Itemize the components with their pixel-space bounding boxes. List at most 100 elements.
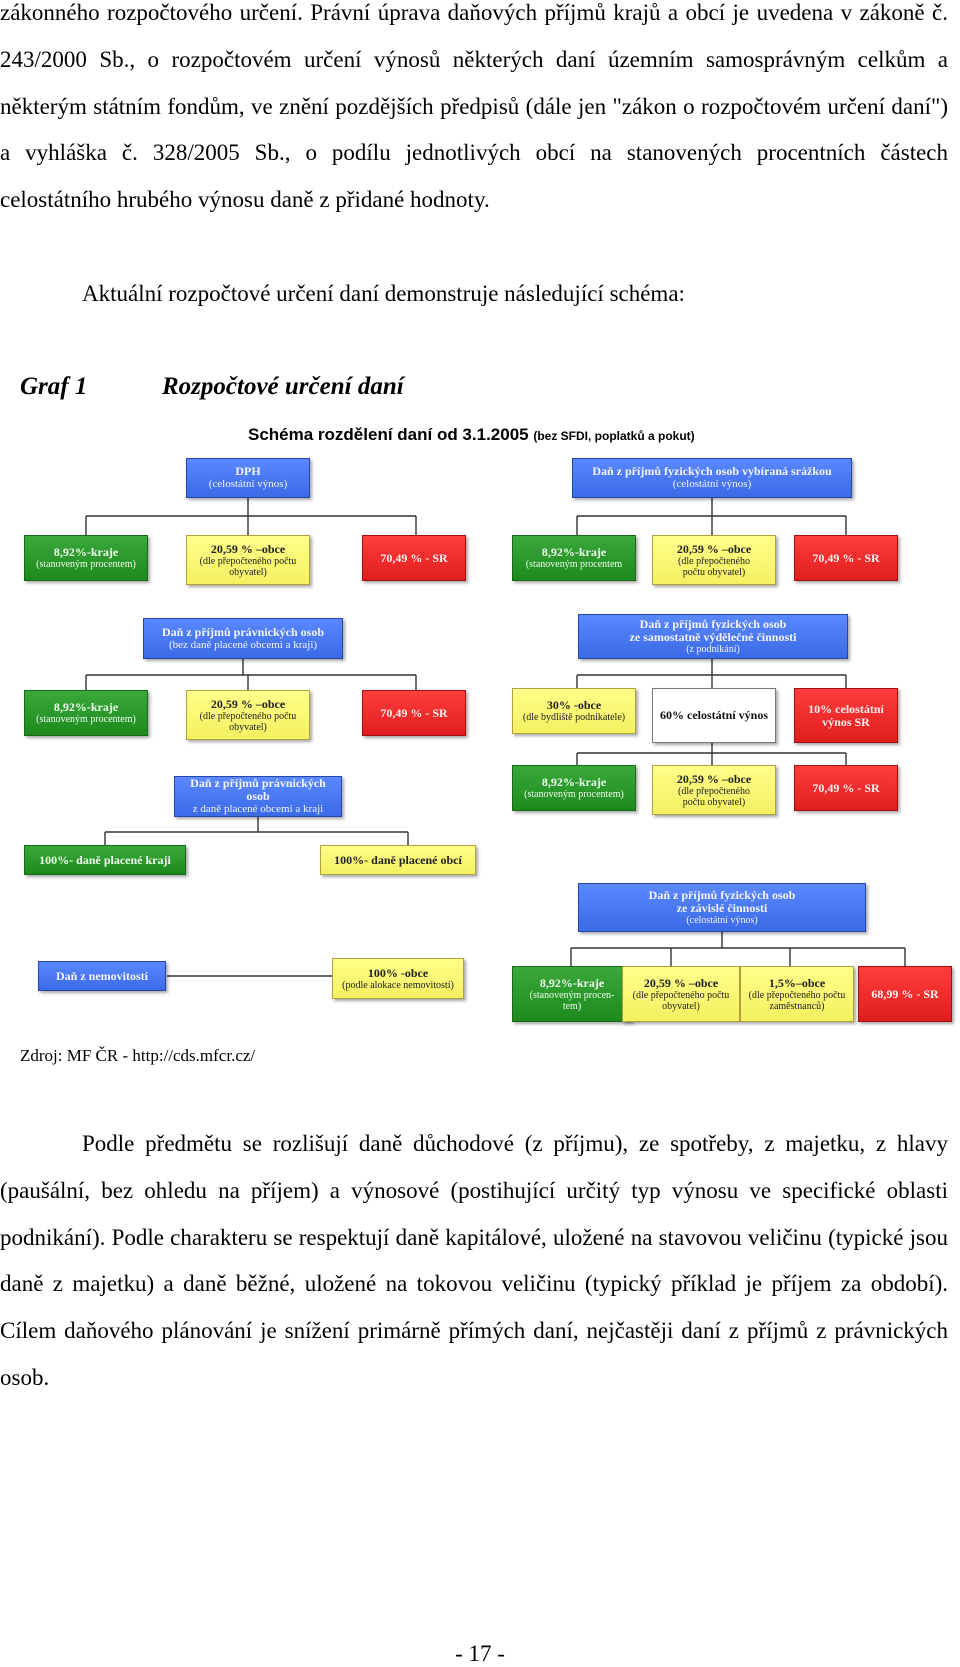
diagram-title: Schéma rozdělení daní od 3.1.2005 (bez S…	[248, 425, 695, 445]
diagram-title-text: Schéma rozdělení daní od 3.1.2005	[248, 425, 529, 444]
box-label: 30% -obce	[546, 698, 602, 712]
tax-allocation-diagram: Schéma rozdělení daní od 3.1.2005 (bez S…	[0, 420, 960, 1040]
box-label: DPH	[235, 464, 261, 478]
body-line: plánování je snížení primárně přímých da…	[161, 1318, 949, 1344]
schema-intro-paragraph: Aktuální rozpočtové určení daní demonstr…	[82, 281, 685, 306]
zc-sr-box: 68,99 % - SR	[858, 966, 952, 1022]
box-note: počtu obyvatel)	[682, 796, 746, 808]
box-note: (z podnikání)	[686, 644, 740, 655]
figure-source: Zdroj: MF ČR - http://cds.mfcr.cz/	[20, 1046, 256, 1065]
dfo-zc-box: Daň z příjmů fyzických osob ze závislé č…	[578, 883, 866, 932]
box-label: 8,92%-kraje	[541, 545, 607, 559]
intro-line: územním samosprávným celkům a některým s…	[0, 46, 948, 119]
dppo-ok-box: Daň z příjmů právnických osob z daně pla…	[174, 776, 342, 817]
box-label: Daň z nemovitostí	[56, 968, 148, 983]
body-line: výnosu ve specifické oblasti podnikání).…	[0, 1177, 949, 1250]
box-note: (podle alokace nemovitostí)	[342, 979, 454, 991]
box-note: (stanoveným procentem)	[36, 559, 136, 570]
dph-sr-box: 70,49 % - SR	[362, 535, 466, 581]
box-label: 70,49 % - SR	[812, 780, 880, 795]
box-label: 20,59 % –obce	[676, 771, 752, 786]
intro-line: podílu jednotlivých obcí na stanovených …	[0, 140, 948, 213]
page-number: - 17 -	[455, 1641, 505, 1666]
box-label: Daň z příjmů fyzických osob	[648, 888, 796, 902]
dppo-ok-obce-box: 100%- daně placené obcí	[320, 845, 476, 875]
box-note: (celostátní výnos)	[686, 915, 758, 926]
dn-obce-box: 100% -obce (podle alokace nemovitostí)	[332, 958, 464, 999]
box-label: z daně placené obcemi a kraji	[192, 803, 324, 815]
box-note: (dle přepočteného počtu	[199, 555, 297, 567]
intro-line: předpisů (dále jen "zákon o rozpočtovém …	[0, 93, 949, 166]
intro-paragraph: zákonného rozpočtového určení. Právní úp…	[0, 0, 948, 224]
dppo-kraje-box: 8,92%-kraje (stanoveným procentem)	[24, 690, 148, 736]
box-note: (stanoveným procentem)	[524, 789, 624, 800]
box-note: (stanoveným procentem	[525, 559, 623, 570]
dfos-kraje-box: 8,92%-kraje (stanoveným procentem	[512, 535, 636, 581]
box-label: 60% celostátní výnos	[660, 708, 768, 722]
box-label: 100% -obce	[367, 965, 429, 980]
osvc-60-box: 60% celostátní výnos	[652, 688, 776, 743]
box-label: 20,59 % –obce	[210, 696, 286, 711]
box-note: (celostátní výnos)	[672, 478, 752, 490]
box-label: Daň z příjmů fyzických osob	[639, 617, 787, 631]
dppo-obce-box: 20,59 % –obce (dle přepočteného počtu ob…	[186, 690, 310, 740]
intro-line: výnosu daně z přidané hodnoty.	[198, 187, 490, 213]
diagram-connectors	[85, 498, 906, 977]
box-label: 20,59 % –obce	[676, 541, 752, 556]
box-label: 68,99 % - SR	[871, 986, 939, 1001]
box-label: ze závislé činnosti	[676, 901, 768, 915]
figure-number: Graf 1	[20, 373, 88, 400]
body-line: Podle předmětu se rozlišují daně důchodo…	[82, 1131, 754, 1156]
box-note: (celostátní výnos)	[208, 478, 288, 490]
box-note: (dle přepočteného	[678, 785, 750, 797]
osvc-obce-box: 20,59 % –obce (dle přepočteného počtu ob…	[652, 765, 776, 815]
box-note: (stanoveným procen-	[529, 989, 615, 1001]
zc-kraje-box: 8,92%-kraje (stanoveným procen- tem)	[512, 966, 632, 1022]
box-label: 8,92%-kraje	[539, 975, 605, 990]
zc-obce-box: 20,59 % –obce (dle přepočteného počtu ob…	[622, 966, 740, 1022]
dppo-ok-kraje-box: 100%- daně placené kraji	[24, 845, 186, 875]
box-note: počtu obyvatel)	[682, 566, 746, 578]
box-note: (dle přepočteného počtu	[199, 710, 297, 722]
body-line: kapitálové, uložené na stavovou veličinu…	[0, 1224, 949, 1297]
dfos-sr-box: 70,49 % - SR	[794, 535, 898, 581]
box-label: Daň z příjmů fyzických osob vybíraná srá…	[592, 464, 832, 478]
diagram-title-note: (bez SFDI, poplatků a pokut)	[533, 429, 695, 443]
box-note: obyvatel)	[229, 566, 267, 578]
box-label: Daň z příjmů právnických osob	[190, 776, 326, 803]
dph-obce-box: 20,59 % –obce (dle přepočteného počtu ob…	[186, 535, 310, 585]
box-note: (dle přepočteného	[678, 555, 750, 567]
dph-box: DPH (celostátní výnos)	[186, 458, 310, 498]
body-paragraph: Podle předmětu se rozlišují daně důchodo…	[0, 1121, 948, 1402]
dn-box: Daň z nemovitostí	[38, 961, 166, 991]
box-label: 10% celostátní	[808, 701, 884, 716]
box-label: ze samostatně výdělečné činnosti	[629, 630, 797, 644]
box-note: (bez daně placené obcemi a kraji)	[168, 638, 318, 651]
box-label: výnos SR	[822, 714, 870, 729]
box-label: 8,92%-kraje	[53, 700, 119, 714]
box-label: 8,92%-kraje	[53, 545, 119, 559]
box-note: (stanoveným procentem)	[36, 714, 136, 725]
dfo-osvc-box: Daň z příjmů fyzických osob ze samostatn…	[578, 614, 848, 659]
osvc-sr10-box: 10% celostátní výnos SR	[794, 688, 898, 743]
osvc-obce30-box: 30% -obce (dle bydliště podnikatele)	[512, 688, 636, 734]
box-note: tem)	[562, 1000, 582, 1012]
box-label: 70,49 % - SR	[380, 550, 448, 565]
box-note: (dle bydliště podnikatele)	[522, 712, 626, 723]
dppo-box: Daň z příjmů právnických osob (bez daně …	[143, 618, 343, 659]
box-note: obyvatel)	[662, 1000, 700, 1012]
box-note: (dle přepočteného počtu	[632, 989, 730, 1001]
box-label: 1,5%–obce	[768, 975, 826, 990]
box-label: Daň z příjmů právnických osob	[161, 624, 325, 639]
intro-line: zákonného rozpočtového určení. Právní úp…	[0, 0, 750, 25]
body-line: osob.	[0, 1364, 50, 1390]
dfo-srazkou-box: Daň z příjmů fyzických osob vybíraná srá…	[572, 458, 852, 498]
body-line: z majetku, z hlavy (paušální, bez ohledu…	[0, 1131, 949, 1203]
osvc-sr-box: 70,49 % - SR	[794, 765, 898, 811]
box-label: 70,49 % - SR	[812, 550, 880, 565]
box-label: 20,59 % –obce	[210, 541, 286, 556]
intro-line: uvedena v zákoně č. 243/2000 Sb., o rozp…	[0, 0, 948, 72]
body-line: uložené na tokovou veličinu (typický pří…	[0, 1271, 948, 1344]
dfos-obce-box: 20,59 % –obce (dle přepočteného počtu ob…	[652, 535, 776, 585]
dph-kraje-box: 8,92%-kraje (stanoveným procentem)	[24, 535, 148, 581]
